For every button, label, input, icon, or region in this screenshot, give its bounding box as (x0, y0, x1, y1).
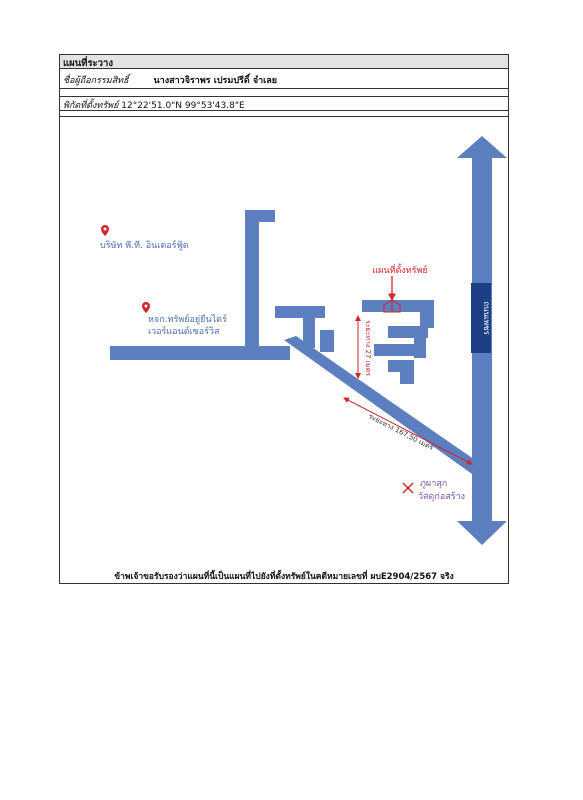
place-marker-1: บริษัท พี.ที. อินเตอร์ฟู้ด (100, 225, 189, 251)
place-label: วัสดุก่อสร้าง (418, 491, 465, 502)
building-block (374, 344, 414, 356)
place-marker-2: หจก.ทรัพย์อยู่ยืนไดร์ เวอร์แอนด์เซอร์วิส (142, 302, 227, 337)
building-block (303, 318, 315, 348)
owner-row: ชื่อผู้ถือกรรมสิทธิ์ นางสาวจิราพร เปรมปร… (60, 69, 508, 89)
building-block (320, 330, 334, 352)
building-block (400, 360, 414, 384)
coordinate-label: พิกัดที่ตั้งทรัพย์ (63, 101, 119, 111)
road-name-sign (471, 283, 491, 353)
place-label: หจก.ทรัพย์อยู่ยืนไดร์ (148, 313, 227, 325)
spacer-row (60, 111, 508, 117)
place-label: บริษัท พี.ที. อินเตอร์ฟู้ด (100, 239, 189, 251)
owner-name: นางสาวจิราพร เปรมปรีดิ์ จำเลย (153, 76, 278, 86)
coordinate-value: 12°22'51.0"N 99°53'43.8"E (121, 101, 245, 111)
building-block (275, 306, 325, 318)
place-marker-3: ภูผาสุก วัสดุก่อสร้าง (402, 479, 465, 502)
access-road-diagonal (284, 336, 478, 474)
owner-label: ชื่อผู้ถือกรรมสิทธิ์ (63, 76, 129, 86)
map-document-frame: แผนที่ระวาง ชื่อผู้ถือกรรมสิทธิ์ นางสาวจ… (59, 54, 509, 584)
building-block (414, 326, 426, 358)
road-distance-line (343, 397, 473, 465)
spacer-row (60, 89, 508, 97)
place-label: เวอร์แอนด์เซอร์วิส (148, 325, 220, 337)
road-name-label: ถนนเพชร (482, 301, 491, 335)
left-road-horizontal (110, 346, 290, 360)
coordinate-row: พิกัดที่ตั้งทรัพย์ 12°22'51.0"N 99°53'43… (60, 97, 508, 111)
building-block (362, 300, 434, 312)
building-block (420, 300, 434, 328)
side-road-top (245, 210, 275, 222)
roads (110, 136, 507, 545)
document-title: แผนที่ระวาง (60, 55, 508, 69)
subject-property-label: แผนที่ตั้งทรัพย์ (372, 263, 427, 276)
place-label: ภูผาสุก (420, 479, 447, 489)
side-road-vertical (245, 210, 259, 358)
close-icon (402, 482, 414, 494)
width-dimension-label: ระยะทาง 27 เมตร (364, 320, 372, 376)
certification-statement: ข้าพเจ้าขอรับรองว่าแผนที่นี้เป็นแผนที่ไป… (114, 572, 454, 582)
house-icon (383, 299, 401, 313)
